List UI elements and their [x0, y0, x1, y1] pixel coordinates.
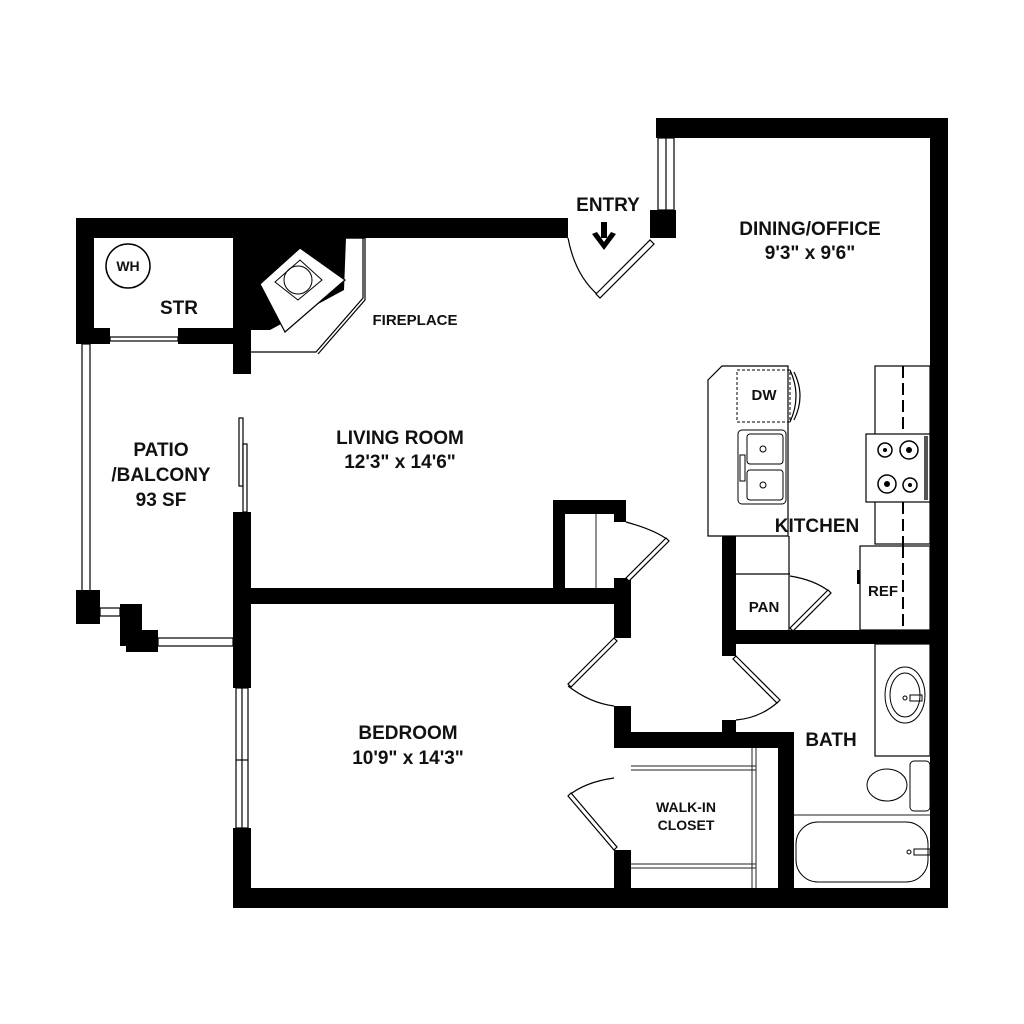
- kitchen-sink: [737, 429, 787, 505]
- coat-closet-door[interactable]: [625, 521, 670, 582]
- fireplace-label: FIREPLACE: [372, 312, 457, 329]
- closet-door[interactable]: [567, 777, 618, 851]
- living-room-label: LIVING ROOM: [336, 428, 464, 449]
- room-labels: ENTRY DINING/OFFICE 9'3" x 9'6" STR FIRE…: [111, 195, 898, 833]
- patio-label-line2: /BALCONY: [111, 465, 211, 486]
- dishwasher: [736, 369, 801, 423]
- entry-arrow-icon: [592, 222, 616, 250]
- patio-railing: [76, 343, 234, 652]
- dishwasher-label: DW: [752, 387, 778, 404]
- closet-label-line1: WALK-IN: [656, 799, 716, 815]
- entry-door[interactable]: [567, 237, 655, 299]
- entry-label: ENTRY: [576, 195, 640, 216]
- storage-label: STR: [160, 298, 198, 319]
- closet-shelves: [631, 748, 757, 888]
- bath-label: BATH: [805, 730, 856, 751]
- living-room-size: 12'3" x 14'6": [344, 452, 456, 473]
- bedroom-door[interactable]: [567, 637, 618, 707]
- kitchen-counter-left: [707, 365, 790, 630]
- dining-size: 9'3" x 9'6": [765, 243, 855, 264]
- interior-walls: [233, 500, 948, 908]
- bathtub: [794, 814, 931, 883]
- refrigerator: [857, 545, 931, 631]
- bedroom-label: BEDROOM: [358, 723, 457, 744]
- toilet: [866, 760, 931, 812]
- pantry-label: PAN: [749, 599, 780, 616]
- bedroom-size: 10'9" x 14'3": [352, 748, 464, 769]
- patio-label-line1: PATIO: [133, 440, 188, 461]
- kitchen-label: KITCHEN: [775, 516, 859, 537]
- refrigerator-label: REF: [868, 583, 898, 600]
- exterior-walls: [76, 118, 948, 908]
- dining-label: DINING/OFFICE: [739, 219, 880, 240]
- bath-vanity: [874, 643, 931, 757]
- patio-area: 93 SF: [136, 490, 187, 511]
- closet-label-line2: CLOSET: [658, 817, 715, 833]
- fireplace: [251, 237, 366, 355]
- water-heater: WH: [105, 243, 151, 289]
- bath-door[interactable]: [732, 655, 781, 721]
- stove: [865, 433, 931, 503]
- pantry-door[interactable]: [789, 575, 832, 632]
- water-heater-label: WH: [116, 258, 139, 274]
